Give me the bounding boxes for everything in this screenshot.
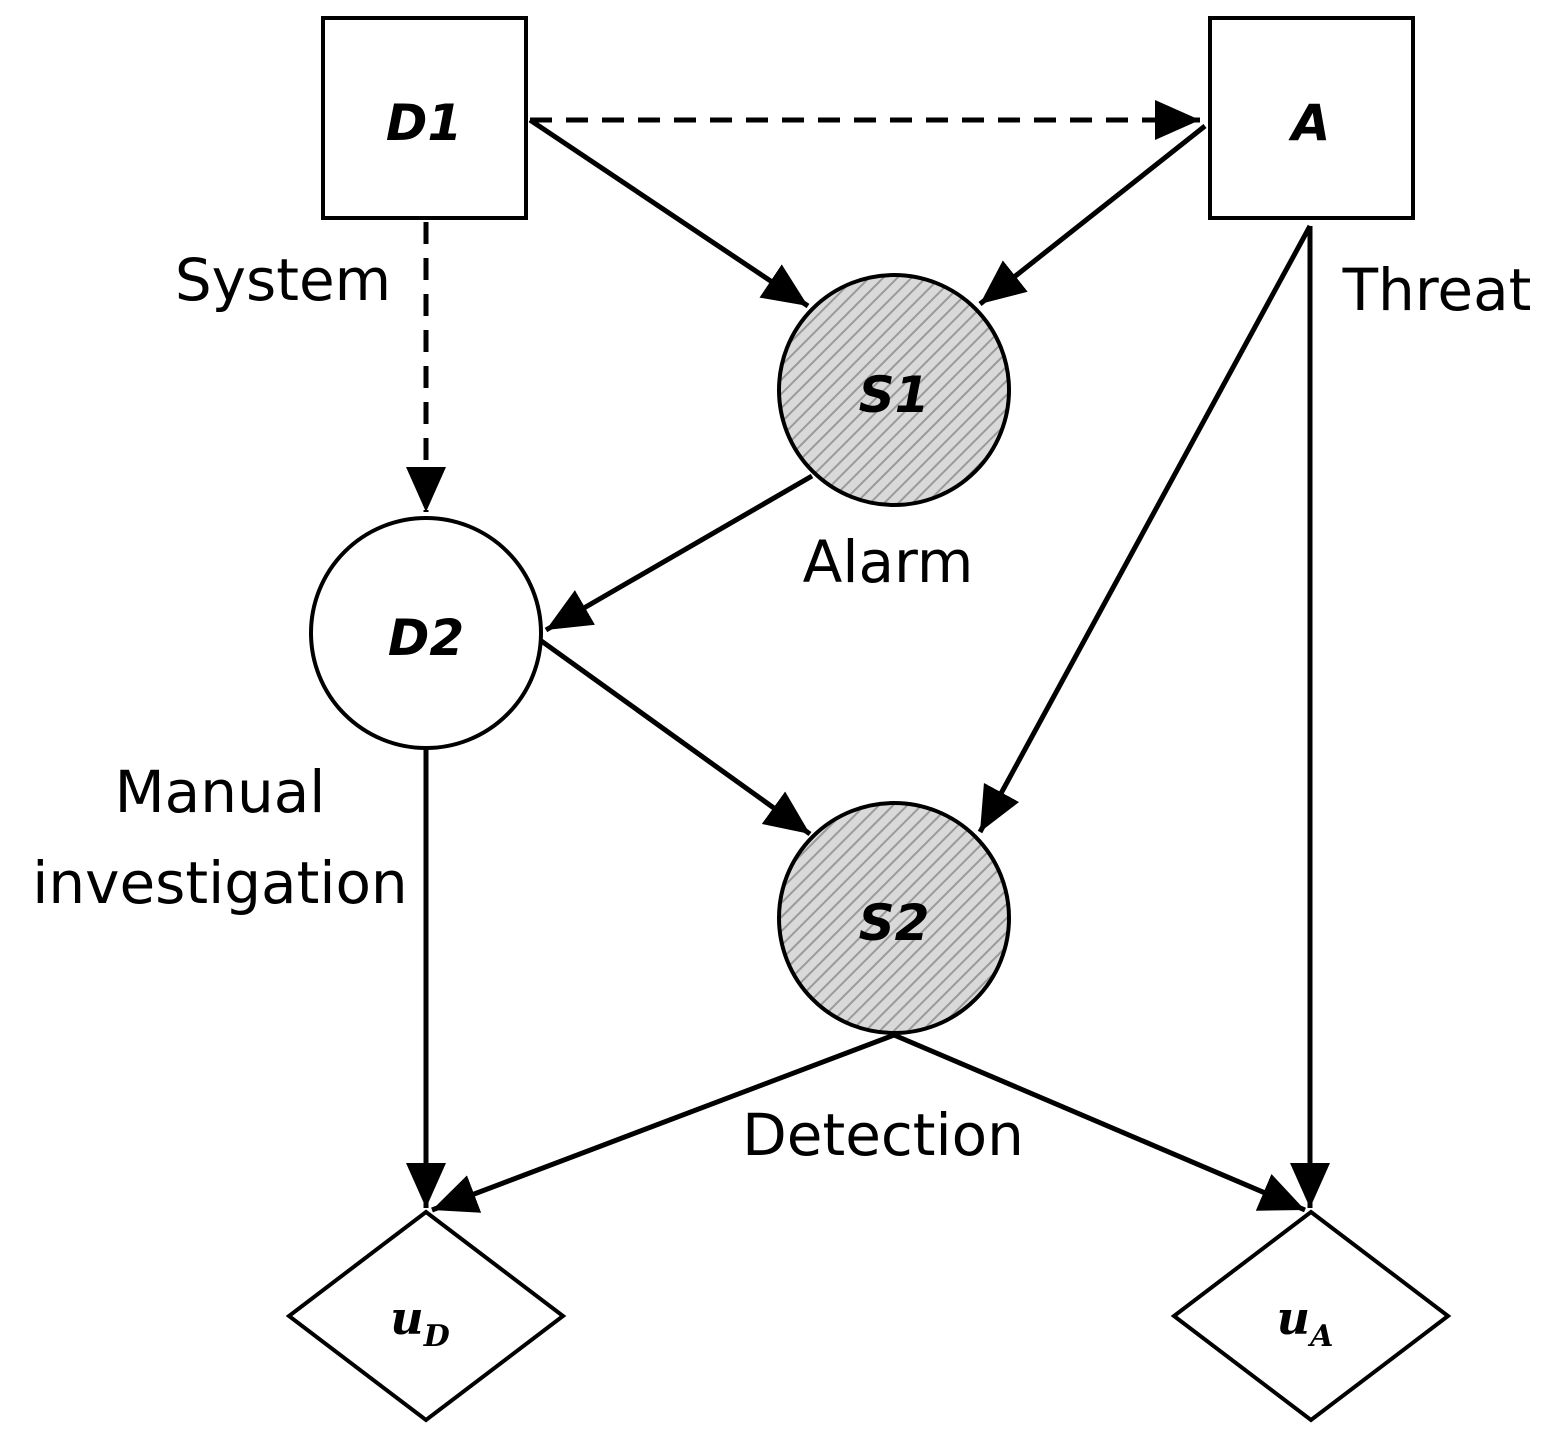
node-s2-label: S2: [859, 894, 930, 952]
node-d1: D1: [321, 16, 528, 220]
node-ua-label: uA: [1277, 1291, 1334, 1354]
edge-d2-s2: [538, 637, 812, 837]
node-d2: D2: [309, 516, 543, 750]
threat-label: Threat: [1342, 256, 1532, 324]
edge-a-s1: [978, 124, 1207, 306]
utility-diamond-ua: [1170, 1209, 1452, 1423]
edge-s1-d2: [544, 473, 814, 633]
annotations: System Threat Alarm Manual investigation…: [32, 246, 1531, 1169]
node-a: A: [1208, 16, 1415, 220]
chance-circle-d2: [309, 516, 543, 750]
edges: [406, 100, 1330, 1213]
node-d1-label: D1: [386, 94, 462, 152]
node-d2-label: D2: [388, 609, 464, 667]
node-s1-label: S1: [859, 366, 930, 424]
edge-s2-ud: [431, 1032, 895, 1213]
utility-diamond-ud: [285, 1209, 567, 1423]
node-s2: S2: [777, 801, 1011, 1035]
decision-box-a: [1208, 16, 1415, 220]
edge-s2-ua: [893, 1032, 1306, 1213]
node-ud-label: uD: [390, 1291, 449, 1354]
alarm-label: Alarm: [803, 528, 974, 596]
decision-box-d1: [321, 16, 528, 220]
chance-circle-s1: [777, 273, 1011, 507]
node-ua: uA: [1170, 1209, 1452, 1423]
node-a-label: A: [1288, 94, 1331, 152]
detection-label: Detection: [742, 1101, 1024, 1169]
edge-a-s2: [977, 224, 1313, 834]
manual-label-line2: investigation: [32, 849, 407, 917]
manual-label-line1: Manual: [115, 758, 326, 826]
system-label: System: [175, 246, 391, 314]
node-ud: uD: [285, 1209, 567, 1423]
edge-d1-s1: [528, 117, 810, 309]
node-s1: S1: [777, 273, 1011, 507]
chance-circle-s2: [777, 801, 1011, 1035]
